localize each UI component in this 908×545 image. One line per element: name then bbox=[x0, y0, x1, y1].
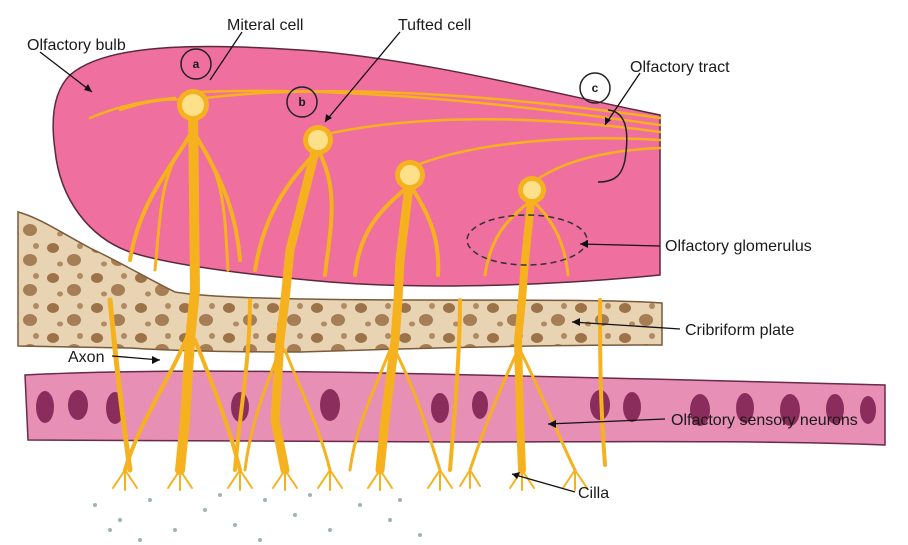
label-cribriform-plate: Cribriform plate bbox=[685, 322, 794, 339]
label-axon: Axon bbox=[68, 349, 104, 366]
label-olfactory-bulb: Olfactory bulb bbox=[27, 37, 126, 54]
label-olfactory-sensory-neurons: Olfactory sensory neurons bbox=[671, 412, 858, 429]
label-mitral-cell: Miteral cell bbox=[227, 17, 303, 34]
marker-c: c bbox=[580, 73, 610, 103]
odorant-dots bbox=[93, 493, 422, 542]
label-cilia: Cilla bbox=[578, 485, 609, 502]
label-olfactory-glomerulus: Olfactory glomerulus bbox=[665, 238, 812, 255]
svg-text:b: b bbox=[298, 95, 305, 109]
svg-text:c: c bbox=[592, 81, 599, 95]
cilia-tufts bbox=[113, 470, 587, 490]
svg-text:a: a bbox=[193, 57, 200, 71]
label-tufted-cell: Tufted cell bbox=[398, 17, 471, 34]
label-olfactory-tract: Olfactory tract bbox=[630, 59, 730, 76]
olfactory-bulb-shape bbox=[53, 46, 660, 286]
